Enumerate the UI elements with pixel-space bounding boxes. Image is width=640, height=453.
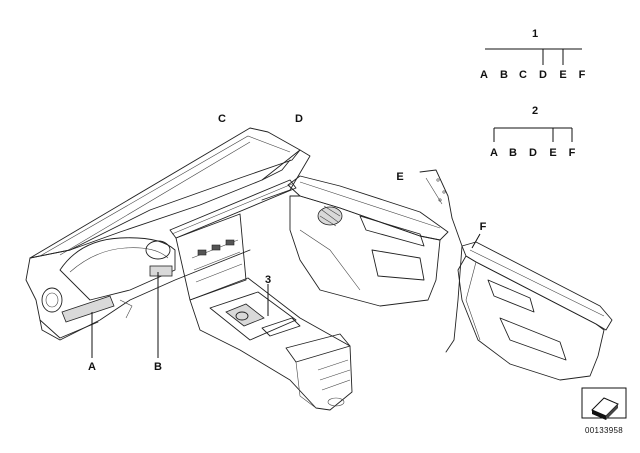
leader-lines <box>91 233 481 358</box>
variant-1-letter-f: F <box>579 69 586 81</box>
front-door-drawing <box>287 169 453 307</box>
variant-1-letter-b: B <box>500 69 508 81</box>
variant-1-letter-a: A <box>480 69 488 81</box>
variant-1-letter-e: E <box>559 69 566 81</box>
callout-a: A <box>88 361 96 373</box>
variant-number-1: 1 <box>532 28 538 40</box>
callout-d: D <box>295 113 303 125</box>
callout-f: F <box>480 221 487 233</box>
callout-c: C <box>218 113 226 125</box>
callout-b: B <box>154 361 162 373</box>
callout-e: E <box>396 171 403 183</box>
document-number: 00133958 <box>585 426 623 435</box>
orientation-symbol <box>581 387 627 420</box>
leader-f <box>471 233 481 249</box>
rear-door-drawing <box>445 217 613 381</box>
variant-2-letter-b: B <box>509 147 517 159</box>
variant-2-letter-d: D <box>529 147 537 159</box>
center-console-drawing <box>189 277 353 411</box>
variant-2-letter-e: E <box>549 147 556 159</box>
variant-2-letter-a: A <box>490 147 498 159</box>
trim-b-panel <box>149 265 173 277</box>
callout-3: 3 <box>265 274 271 286</box>
variant-2-letter-f: F <box>569 147 576 159</box>
variant-1-letter-d: D <box>539 69 547 81</box>
dashboard-drawing <box>25 127 311 341</box>
variant-1-letter-c: C <box>519 69 527 81</box>
callout-labels: C D E F 3 A B <box>88 113 487 373</box>
variant-number-2: 2 <box>532 105 538 117</box>
